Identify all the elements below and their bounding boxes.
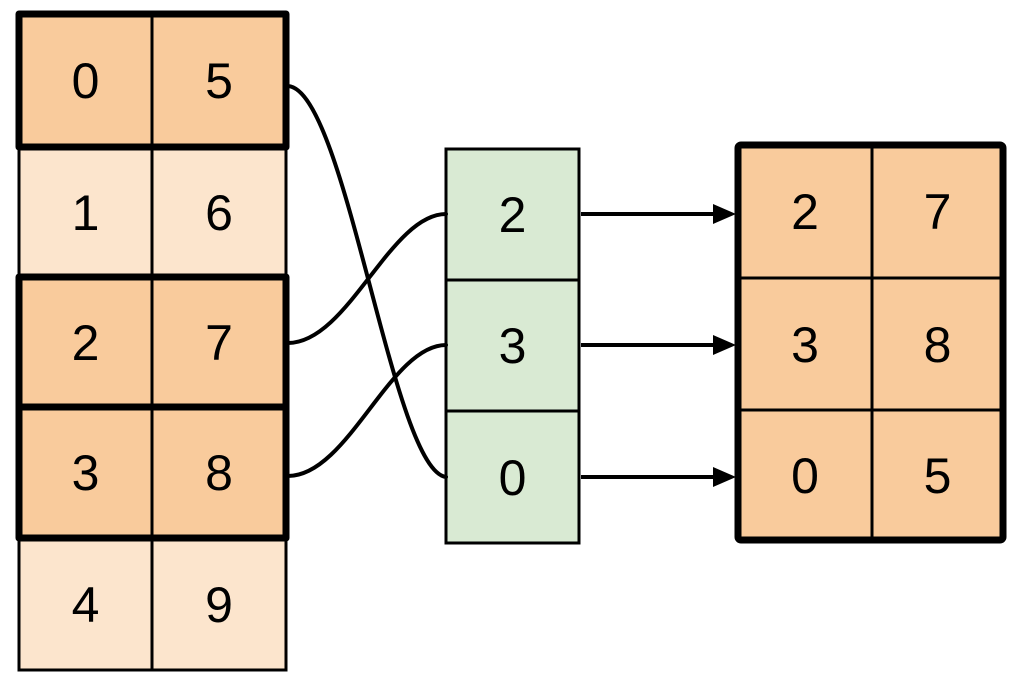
result-cell bbox=[870, 408, 1005, 542]
arrowhead bbox=[713, 204, 736, 224]
row-highlight-outline bbox=[15, 403, 290, 542]
source-cell-value: 7 bbox=[205, 315, 233, 371]
source-cell bbox=[17, 536, 154, 672]
result-cell-value: 3 bbox=[791, 317, 819, 373]
source-cell bbox=[150, 536, 288, 672]
result-cell-value: 7 bbox=[924, 184, 952, 240]
source-cell bbox=[150, 405, 288, 540]
result-cell-value: 0 bbox=[791, 448, 819, 504]
source-cell-value: 2 bbox=[72, 315, 100, 371]
source-cell bbox=[150, 275, 288, 409]
result-cell-value: 2 bbox=[791, 184, 819, 240]
result-cell-value: 8 bbox=[924, 317, 952, 373]
index-cell bbox=[444, 278, 581, 413]
connector-curves bbox=[286, 84, 448, 479]
arrowhead bbox=[713, 467, 736, 487]
source-cell-value: 1 bbox=[72, 185, 100, 241]
index-cell-value: 0 bbox=[499, 450, 527, 506]
source-cell bbox=[150, 145, 288, 279]
source-cell bbox=[150, 12, 288, 149]
source-cell-value: 9 bbox=[205, 577, 233, 633]
source-cell-value: 0 bbox=[72, 53, 100, 109]
result-cell-value: 5 bbox=[924, 448, 952, 504]
index-cell bbox=[444, 409, 581, 545]
source-cell-value: 8 bbox=[205, 445, 233, 501]
index-cell-value: 2 bbox=[499, 187, 527, 243]
connector-curve bbox=[286, 343, 448, 478]
connector-curve bbox=[286, 212, 448, 345]
index-column: 2 3 0 bbox=[444, 147, 581, 545]
source-cell-value: 3 bbox=[72, 445, 100, 501]
index-cell-value: 3 bbox=[499, 318, 527, 374]
source-cell-value: 4 bbox=[72, 577, 100, 633]
source-cell-value: 5 bbox=[205, 53, 233, 109]
result-cell bbox=[736, 408, 874, 542]
result-table-outline bbox=[734, 141, 1007, 544]
source-cell-value: 6 bbox=[205, 185, 233, 241]
source-table: 0 5 1 6 2 7 3 8 4 9 bbox=[15, 10, 290, 672]
source-cell bbox=[17, 12, 154, 149]
row-highlight-outline bbox=[15, 10, 290, 151]
arrows bbox=[581, 204, 736, 487]
arrowhead bbox=[713, 335, 736, 355]
result-table: 2 7 3 8 0 5 bbox=[734, 141, 1007, 544]
